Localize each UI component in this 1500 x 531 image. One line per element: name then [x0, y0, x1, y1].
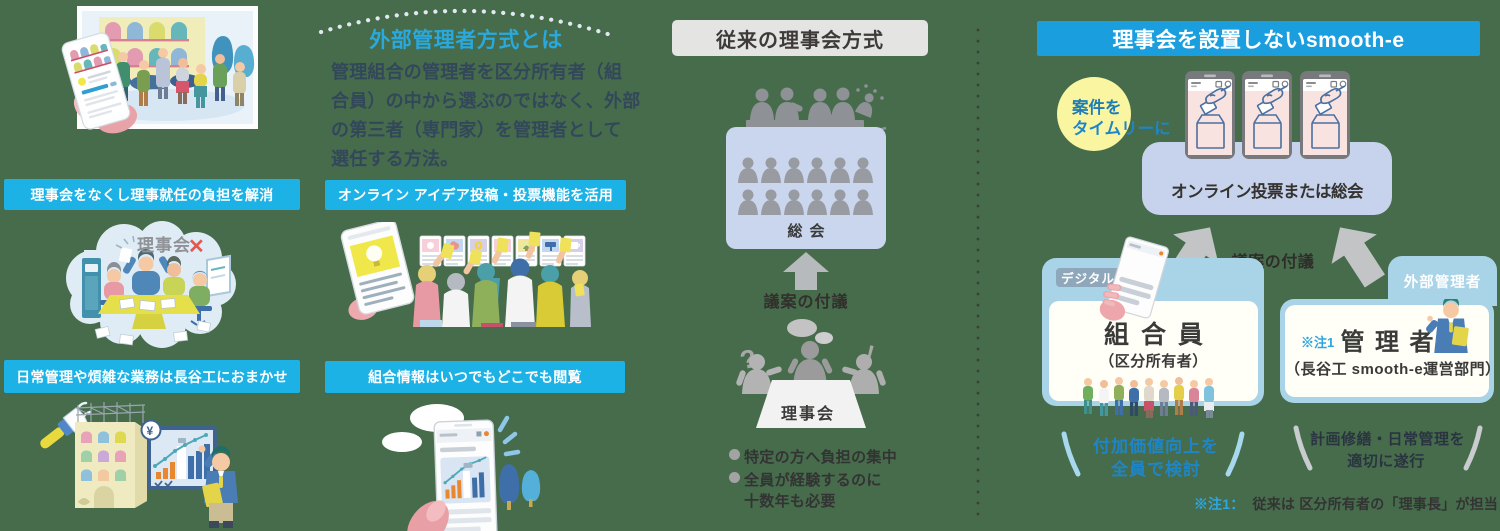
- left-banner-no-board-label: 理事会をなくし理事就任の負担を解消: [30, 186, 274, 203]
- members-card-inner: [1049, 301, 1258, 401]
- members-caption-line1: 付加価値向上を: [1093, 437, 1219, 456]
- smooth-e-header: 理事会を設置しないsmooth-e: [1037, 21, 1480, 56]
- board-label: 理事会: [780, 406, 835, 423]
- bullet-dot-icon: [729, 449, 740, 460]
- manager-title: 管理者: [1340, 329, 1444, 356]
- members-subtitle: （区分所有者）: [1099, 353, 1208, 370]
- footnote-prefix: ※注1：: [1193, 496, 1245, 512]
- bullet-dot-icon: [729, 472, 740, 483]
- yen-icon: ¥: [147, 424, 154, 438]
- bullet-item-burden: 特定の方へ負担の集中: [729, 446, 897, 467]
- traditional-header: 従来の理事会方式: [672, 20, 928, 56]
- left-banner-no-board: 理事会をなくし理事就任の負担を解消: [4, 179, 300, 210]
- report-phone-icon: [433, 419, 498, 531]
- agenda-referral-label-traditional: 議案の付議: [763, 294, 849, 311]
- notification-dashes-icon: [497, 415, 521, 457]
- digital-phone-hand-icon: [1099, 236, 1169, 321]
- apartment-building-icon: [75, 402, 147, 508]
- presenter-person-icon: [198, 445, 238, 528]
- manager-person-icon: [1426, 299, 1469, 353]
- bullet-item-experience: 全員が経験するのに: [729, 469, 882, 490]
- bullet-item-experience-line2: 十数年も必要: [744, 490, 836, 511]
- method-description-line3: の第三者（専門家）を管理者として: [331, 120, 622, 140]
- method-banner-browse-label: 組合情報はいつでもどこでも閲覧: [368, 369, 582, 385]
- gray-board-group-icon: ? !: [736, 319, 886, 428]
- bullet-experience-label2: 十数年も必要: [744, 493, 836, 510]
- general-meeting-box: 総会: [726, 127, 886, 249]
- left-banner-daily-management-label: 日常管理や煩雑な業務は長谷工におまかせ: [16, 368, 288, 385]
- manager-caption-line1: 計画修繕・日常管理を: [1310, 431, 1466, 448]
- online-vote-box-label: オンライン投票または総会: [1171, 183, 1364, 201]
- maintenance-illustration: ¥: [40, 401, 238, 528]
- up-arrow-icon: [783, 252, 829, 290]
- manager-note-mark: ※注1: [1301, 335, 1335, 350]
- footnote-text: 従来は 区分所有者の「理事長」が担当: [1252, 496, 1498, 512]
- idea-voting-illustration: [340, 222, 591, 327]
- members-title: 組合員: [1103, 321, 1215, 349]
- timely-badge-line1: 案件を: [1072, 99, 1122, 117]
- traditional-header-label: 従来の理事会方式: [716, 29, 884, 52]
- cross-mark-icon: ✕: [188, 236, 205, 258]
- digital-tag: デジタル: [1056, 268, 1120, 287]
- idea-phone-icon: [340, 222, 415, 320]
- members-caption-brackets-icon: [1061, 431, 1245, 477]
- timely-badge-line2: タイムリーに: [1072, 120, 1171, 138]
- bullet-experience-label: 全員が経験するのに: [744, 472, 882, 489]
- hand-phone-icon: [61, 32, 138, 134]
- residents-photo-illustration: [61, 6, 258, 134]
- general-meeting-label: 総会: [787, 223, 832, 240]
- manager-subtitle: （長谷工 smooth-e運営部門）: [1285, 361, 1500, 378]
- method-title: 外部管理者方式とは: [369, 29, 563, 52]
- board-meeting-illustration: 理事会 ✕: [66, 221, 236, 348]
- voting-people-icon: [413, 231, 591, 327]
- footnote: ※注1： 従来は 区分所有者の「理事長」が担当: [1194, 494, 1498, 514]
- method-description-line4: 選任する方法。: [331, 149, 459, 169]
- method-description-line2: 合員）の中から選ぶのではなく、外部: [331, 91, 641, 111]
- method-description-line1: 管理組合の管理者を区分所有者（組: [331, 62, 623, 82]
- method-banner-online-vote-label: オンライン アイデア投稿・投票機能を活用: [337, 187, 614, 203]
- external-manager-tag: 外部管理者: [1388, 256, 1497, 306]
- external-manager-tag-label: 外部管理者: [1403, 274, 1482, 291]
- dotted-arc-icon: [318, 8, 617, 39]
- voting-phones-icon: [1185, 71, 1351, 160]
- manager-caption-line2: 適切に遂行: [1347, 453, 1425, 470]
- method-banner-browse: 組合情報はいつでもどこでも閲覧: [325, 361, 625, 393]
- digital-tag-label: デジタル: [1061, 272, 1115, 286]
- manager-caption-brackets-icon: [1293, 425, 1483, 471]
- cost-chart-board-icon: ¥: [140, 419, 217, 490]
- method-banner-online-vote: オンライン アイデア投稿・投票機能を活用: [325, 180, 626, 210]
- board-meeting-label: 理事会: [137, 235, 191, 255]
- dotted-divider: [976, 28, 980, 524]
- smooth-e-header-label: 理事会を設置しないsmooth-e: [1112, 28, 1405, 52]
- bullet-burden-label: 特定の方へ負担の集中: [744, 449, 898, 466]
- members-people-icon: [1083, 377, 1214, 418]
- timely-badge: [1057, 77, 1131, 151]
- trees-icon: [498, 464, 541, 510]
- members-caption-line2: 全員で検討: [1111, 460, 1201, 479]
- cloud-small-icon: [382, 432, 422, 452]
- audience-people-icon: [738, 157, 873, 215]
- left-banner-daily-management: 日常管理や煩雑な業務は長谷工におまかせ: [4, 360, 300, 393]
- browse-anywhere-illustration: [382, 404, 541, 531]
